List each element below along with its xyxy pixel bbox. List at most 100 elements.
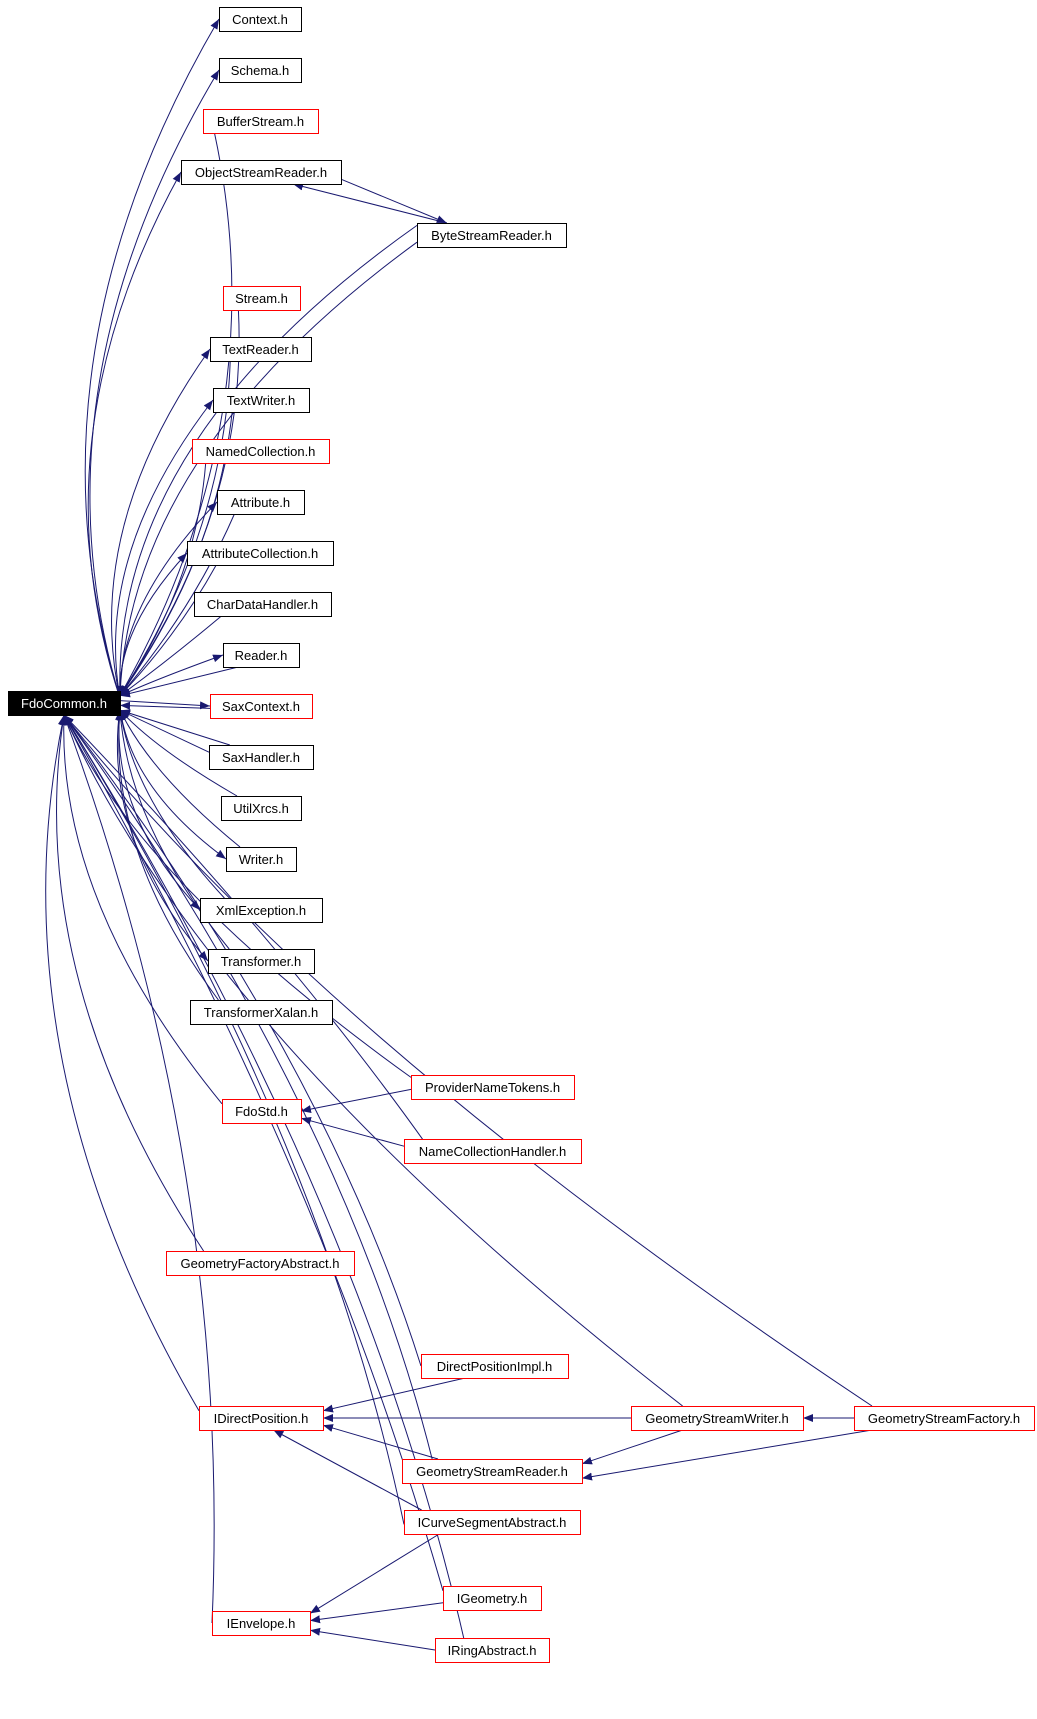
node-chardatahandler[interactable]: CharDataHandler.h	[194, 592, 332, 617]
edge-line	[273, 1429, 422, 1511]
node-box[interactable]	[210, 337, 312, 362]
edge-idirectposition-to-fdocommon	[45, 714, 200, 1412]
node-box[interactable]	[190, 1000, 333, 1025]
node-box[interactable]	[226, 847, 297, 872]
node-label: ICurveSegmentAbstract.h	[418, 1515, 567, 1530]
edge-line	[115, 710, 219, 1001]
edge-saxhandler-to-fdocommon	[119, 709, 230, 746]
node-label: CharDataHandler.h	[207, 597, 318, 612]
node-box[interactable]	[854, 1406, 1035, 1431]
node-utilxrcs[interactable]: UtilXrcs.h	[221, 796, 302, 821]
node-geometrystreamwriter[interactable]: GeometryStreamWriter.h	[631, 1406, 804, 1431]
edge-line	[63, 714, 683, 1407]
node-box[interactable]	[181, 160, 342, 185]
node-box[interactable]	[221, 796, 302, 821]
node-box[interactable]	[222, 1099, 302, 1124]
edge-geometrystreamwriter-to-geometrystreamreader	[581, 1429, 683, 1465]
node-box[interactable]	[192, 439, 330, 464]
node-box[interactable]	[404, 1510, 581, 1535]
node-geometrystreamreader[interactable]: GeometryStreamReader.h	[402, 1459, 583, 1484]
node-igeometry[interactable]: IGeometry.h	[443, 1586, 542, 1611]
node-box[interactable]	[166, 1251, 355, 1276]
edge-writer-to-fdocommon	[119, 709, 241, 848]
node-bufferstream[interactable]: BufferStream.h	[203, 109, 319, 134]
edge-fdocommon-to-textreader	[111, 348, 211, 699]
edge-line	[119, 709, 238, 797]
node-label: TransformerXalan.h	[204, 1005, 318, 1020]
node-box[interactable]	[435, 1638, 550, 1663]
node-textreader[interactable]: TextReader.h	[210, 337, 312, 362]
edge-line	[309, 1602, 444, 1624]
edge-geometryfactoryabstract-to-fdocommon	[56, 714, 205, 1252]
node-box[interactable]	[210, 694, 313, 719]
node-textwriter[interactable]: TextWriter.h	[213, 388, 310, 413]
node-box[interactable]	[223, 643, 300, 668]
node-box[interactable]	[219, 7, 302, 32]
node-geometrystreamfactory[interactable]: GeometryStreamFactory.h	[854, 1406, 1035, 1431]
edge-line	[309, 1533, 440, 1614]
node-box[interactable]	[411, 1075, 575, 1100]
node-writer[interactable]: Writer.h	[226, 847, 297, 872]
node-label: NameCollectionHandler.h	[419, 1144, 566, 1159]
node-namecollectionhandler[interactable]: NameCollectionHandler.h	[404, 1139, 582, 1164]
edge-line	[59, 714, 223, 1105]
node-box[interactable]	[187, 541, 334, 566]
node-saxhandler[interactable]: SaxHandler.h	[209, 745, 314, 770]
node-box[interactable]	[404, 1139, 582, 1164]
node-label: FdoStd.h	[235, 1104, 288, 1119]
node-label: SaxContext.h	[222, 699, 300, 714]
node-geometryfactoryabstract[interactable]: GeometryFactoryAbstract.h	[166, 1251, 355, 1276]
node-box[interactable]	[417, 223, 567, 248]
node-fdostd[interactable]: FdoStd.h	[222, 1099, 302, 1124]
node-bytestreamreader[interactable]: ByteStreamReader.h	[417, 223, 567, 248]
node-box[interactable]	[443, 1586, 542, 1611]
node-providernametokens[interactable]: ProviderNameTokens.h	[411, 1075, 575, 1100]
node-box[interactable]	[219, 58, 302, 83]
edge-igeometry-to-ienvelope	[309, 1602, 444, 1624]
node-box[interactable]	[631, 1406, 804, 1431]
node-attribute[interactable]: Attribute.h	[217, 490, 305, 515]
node-box[interactable]	[200, 898, 323, 923]
edge-line	[63, 714, 412, 1078]
node-box[interactable]	[223, 286, 301, 311]
node-box[interactable]	[194, 592, 332, 617]
edge-iringabstract-to-ienvelope	[309, 1627, 436, 1651]
node-reader[interactable]: Reader.h	[223, 643, 300, 668]
node-box[interactable]	[213, 388, 310, 413]
node-saxcontext[interactable]: SaxContext.h	[210, 694, 313, 719]
node-context[interactable]: Context.h	[219, 7, 302, 32]
node-namedcollection[interactable]: NamedCollection.h	[192, 439, 330, 464]
node-box[interactable]	[421, 1354, 569, 1379]
edge-geometrystreamfactory-to-geometrystreamreader	[581, 1429, 873, 1481]
node-label: TextWriter.h	[227, 393, 295, 408]
node-box[interactable]	[212, 1611, 311, 1636]
node-box[interactable]	[217, 490, 305, 515]
edge-fdocommon-to-attributecollection	[119, 552, 188, 699]
edge-line	[115, 224, 418, 696]
edge-saxhandler-to-fdocommon	[119, 709, 210, 753]
node-directpositionimpl[interactable]: DirectPositionImpl.h	[421, 1354, 569, 1379]
node-box[interactable]	[209, 745, 314, 770]
node-idirectposition[interactable]: IDirectPosition.h	[199, 1406, 324, 1431]
node-box[interactable]	[208, 949, 315, 974]
edge-reader-to-fdocommon	[119, 666, 239, 698]
node-fdocommon[interactable]: FdoCommon.h	[8, 691, 121, 716]
node-stream[interactable]: Stream.h	[223, 286, 301, 311]
node-box[interactable]	[402, 1459, 583, 1484]
node-label: Reader.h	[235, 648, 288, 663]
node-label: TextReader.h	[222, 342, 299, 357]
node-transformerxalan[interactable]: TransformerXalan.h	[190, 1000, 333, 1025]
edge-directpositionimpl-to-fdocommon	[63, 714, 422, 1367]
node-box[interactable]	[199, 1406, 324, 1431]
node-attributecollection[interactable]: AttributeCollection.h	[187, 541, 334, 566]
node-objectstreamreader[interactable]: ObjectStreamReader.h	[181, 160, 342, 185]
node-iringabstract[interactable]: IRingAbstract.h	[435, 1638, 550, 1663]
node-box[interactable]	[203, 109, 319, 134]
node-ienvelope[interactable]: IEnvelope.h	[212, 1611, 311, 1636]
node-schema[interactable]: Schema.h	[219, 58, 302, 83]
nodes-layer: FdoCommon.h Context.hSchema.hBufferStream…	[8, 7, 1035, 1663]
node-transformer[interactable]: Transformer.h	[208, 949, 315, 974]
node-xmlexception[interactable]: XmlException.h	[200, 898, 323, 923]
node-box[interactable]	[8, 691, 121, 716]
node-icurvesegmentabstract[interactable]: ICurveSegmentAbstract.h	[404, 1510, 581, 1535]
